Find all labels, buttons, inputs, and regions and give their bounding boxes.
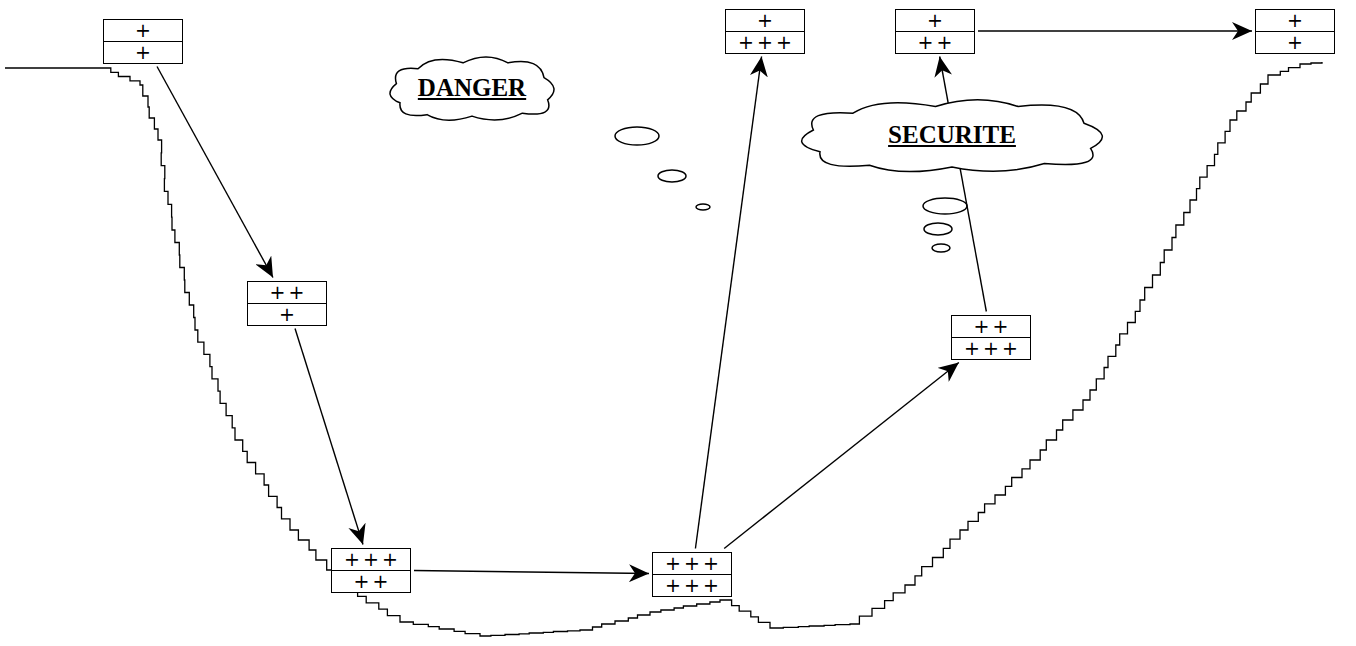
count-box: ++	[103, 19, 183, 64]
plus-row: +++	[332, 549, 410, 571]
plus-row: +++	[726, 32, 804, 53]
bubble-dot	[696, 204, 710, 210]
cloud-label: SECURITE	[787, 121, 1117, 149]
count-box: +++++	[951, 315, 1031, 360]
plus-row: +	[726, 10, 804, 32]
plus-row: +	[248, 304, 326, 325]
plus-row: ++	[332, 571, 410, 592]
plus-row: +	[896, 10, 974, 32]
plus-row: ++	[952, 316, 1030, 338]
bubble-dot	[924, 223, 952, 235]
flow-arrow	[978, 30, 1252, 31]
count-box: ++++++	[652, 552, 732, 597]
bubble-dot	[658, 170, 686, 182]
bubble-dot	[615, 127, 659, 145]
plus-row: +	[1256, 32, 1334, 53]
plus-row: +	[1256, 10, 1334, 32]
plus-row: +	[104, 20, 182, 42]
count-box: +++	[895, 9, 975, 54]
flow-arrow	[295, 329, 363, 545]
plus-row: ++	[248, 282, 326, 304]
cloud-label: DANGER	[382, 74, 562, 102]
count-box: +++++	[331, 548, 411, 593]
plus-row: +	[104, 42, 182, 63]
flow-arrow	[724, 363, 959, 549]
thought-cloud: SECURITE	[787, 93, 1117, 177]
thought-cloud: DANGER	[382, 51, 562, 125]
count-box: ++	[1255, 9, 1335, 54]
flow-arrow	[940, 57, 987, 312]
bubble-dot	[932, 244, 950, 252]
flow-arrow	[414, 571, 649, 574]
bubble-dot	[923, 198, 967, 214]
plus-row: ++	[896, 32, 974, 53]
plus-row: +++	[653, 553, 731, 575]
plus-row: +++	[653, 575, 731, 596]
valley-line	[5, 62, 1322, 636]
flow-arrow	[157, 67, 273, 278]
flow-arrow	[695, 57, 761, 549]
count-box: +++	[247, 281, 327, 326]
count-box: ++++	[725, 9, 805, 54]
plus-row: +++	[952, 338, 1030, 359]
